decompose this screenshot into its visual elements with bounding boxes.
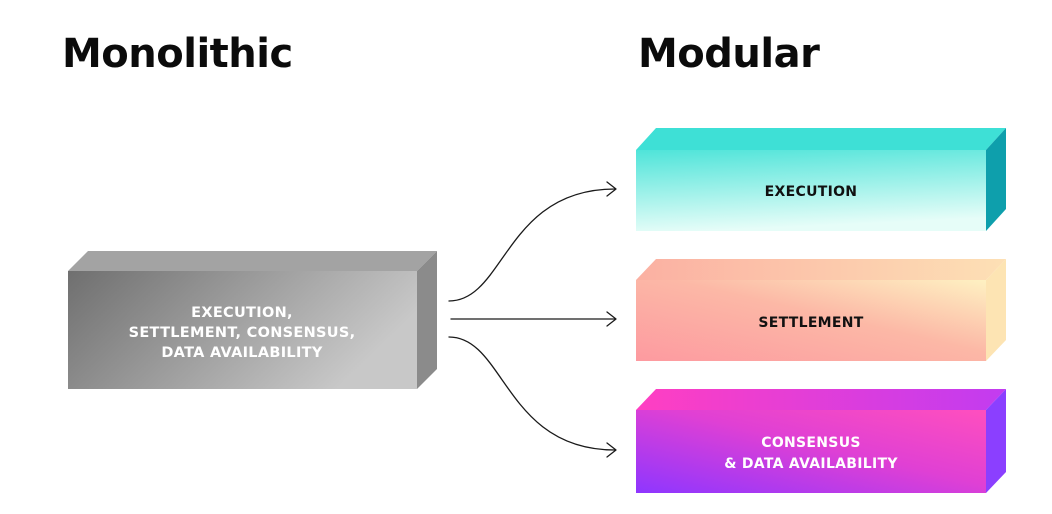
arrow-to-consensus-head: [606, 442, 617, 458]
monolithic-label-line-2: SETTLEMENT, CONSENSUS,: [128, 325, 356, 341]
settlement-label-line-1: SETTLEMENT: [758, 315, 864, 331]
monolithic-block-label: EXECUTION, SETTLEMENT, CONSENSUS, DATA A…: [68, 303, 416, 363]
settlement-block-top: [636, 259, 1006, 280]
settlement-block-label: SETTLEMENT: [636, 314, 986, 332]
monolithic-block-side: [417, 251, 437, 389]
settlement-block: [636, 259, 1006, 361]
monolithic-block: [68, 251, 437, 389]
arrow-to-settlement-head: [606, 311, 617, 327]
arrow-to-execution: [448, 188, 616, 302]
modular-title: Modular: [638, 31, 820, 77]
execution-block-label: EXECUTION: [636, 183, 986, 201]
monolithic-block-top: [68, 251, 437, 271]
consensus-block-side: [986, 389, 1006, 493]
execution-label-line-1: EXECUTION: [764, 184, 858, 200]
execution-block-front: [636, 150, 986, 231]
execution-block-side: [986, 128, 1006, 231]
settlement-block-side: [986, 259, 1006, 361]
monolithic-label-line-1: EXECUTION,: [191, 305, 293, 321]
consensus-label-line-2: & DATA AVAILABILITY: [724, 456, 898, 472]
consensus-block-front: [636, 410, 986, 493]
settlement-block-front: [636, 280, 986, 361]
consensus-label-line-1: CONSENSUS: [761, 435, 861, 451]
arrow-to-consensus: [448, 336, 616, 451]
execution-block: [636, 128, 1006, 231]
monolithic-title: Monolithic: [62, 31, 293, 77]
consensus-block-label: CONSENSUS & DATA AVAILABILITY: [636, 433, 986, 475]
consensus-block-top: [636, 389, 1006, 410]
monolithic-block-front: [68, 271, 417, 389]
arrow-to-execution-head: [606, 181, 617, 197]
monolithic-label-line-3: DATA AVAILABILITY: [161, 345, 323, 361]
execution-block-top: [636, 128, 1006, 150]
consensus-block: [636, 389, 1006, 493]
